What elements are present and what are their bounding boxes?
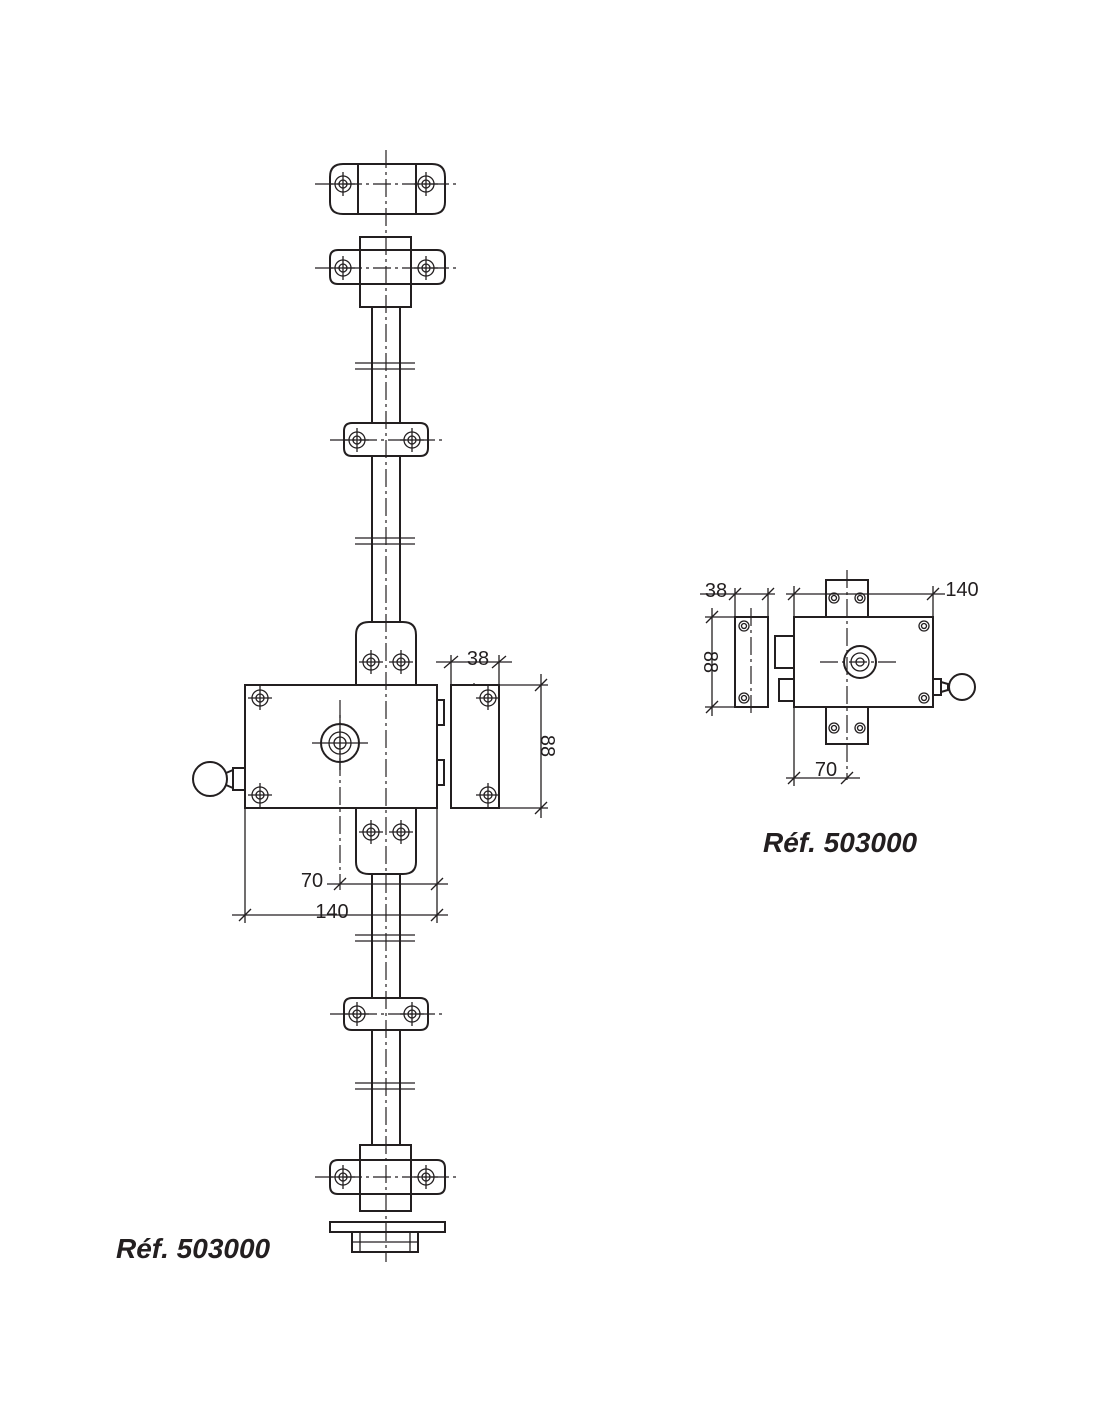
reference-label: Réf. 503000 bbox=[116, 1233, 271, 1264]
bottom-rod-guide bbox=[329, 1144, 446, 1212]
dimension-lines bbox=[700, 586, 945, 786]
dim-height-label: 88 bbox=[536, 735, 558, 757]
dim-depth-label: 38 bbox=[467, 648, 489, 670]
dimension-lines bbox=[232, 655, 548, 923]
dim-half-width-label: 70 bbox=[301, 870, 323, 892]
bottom-keeper bbox=[329, 1221, 446, 1253]
lock-case bbox=[244, 684, 445, 809]
dim-height-label: 88 bbox=[699, 651, 721, 673]
knob-icon bbox=[192, 761, 246, 797]
dim-half-width-label: 70 bbox=[815, 759, 837, 781]
dim-width-label: 140 bbox=[945, 579, 978, 601]
dim-width-label: 140 bbox=[315, 901, 348, 923]
right-view: 38 88 140 70 Réf. 503000 bbox=[699, 570, 979, 858]
upper-rod bbox=[355, 307, 415, 622]
strike-box bbox=[450, 684, 501, 809]
reference-label: Réf. 503000 bbox=[763, 827, 918, 858]
top-rod-guide bbox=[329, 236, 446, 308]
knob-icon bbox=[932, 673, 976, 701]
upper-guide bbox=[343, 422, 429, 457]
left-view: 38 88 70 140 Réf. 503000 bbox=[116, 150, 558, 1264]
top-keeper bbox=[329, 163, 446, 215]
dim-depth-label: 38 bbox=[705, 580, 727, 602]
